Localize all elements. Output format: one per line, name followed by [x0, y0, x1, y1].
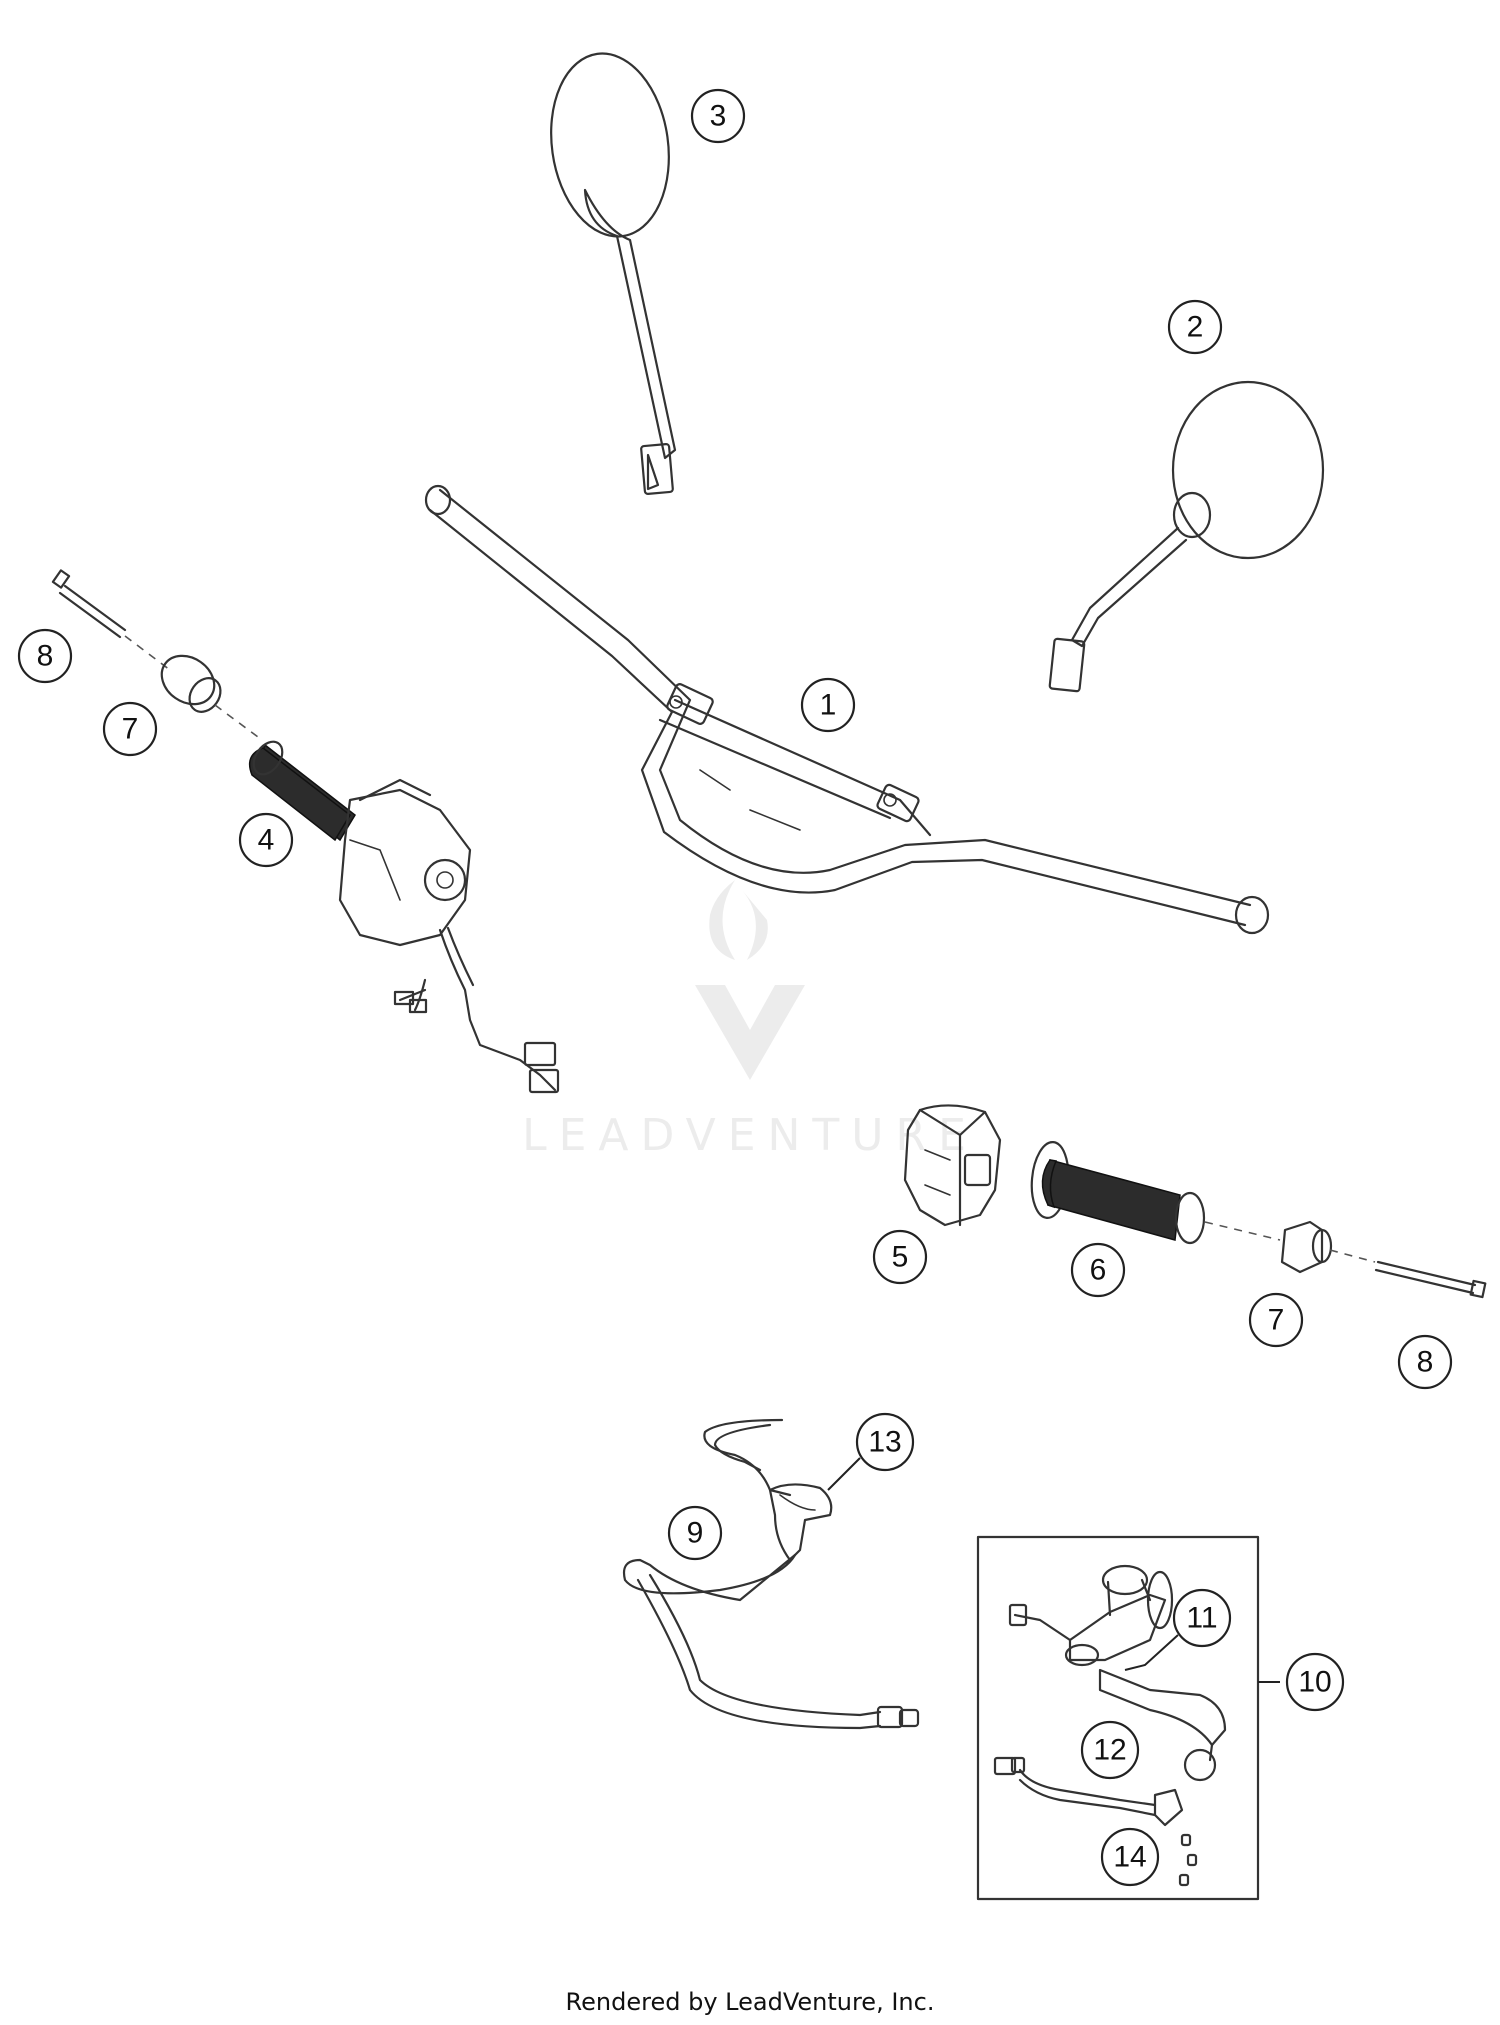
- callout-11[interactable]: 11: [1172, 1588, 1232, 1648]
- callout-number: 8: [1417, 1346, 1434, 1379]
- watermark: LEADVENTURE: [522, 880, 978, 1161]
- callout-number: 4: [258, 824, 275, 857]
- watermark-text: LEADVENTURE: [522, 1110, 978, 1161]
- clutch-switch[interactable]: [993, 1756, 1184, 1827]
- bar-end-weight-left[interactable]: [152, 646, 263, 741]
- bar-end-bolt-left[interactable]: [51, 569, 171, 671]
- bar-end-weight-right[interactable]: [1280, 1220, 1376, 1274]
- small-screws[interactable]: [1178, 1833, 1198, 1887]
- callout-7-left[interactable]: 7: [102, 701, 158, 757]
- callout-number: 7: [122, 713, 139, 746]
- callout-number: 9: [687, 1517, 704, 1550]
- right-mirror[interactable]: [1048, 380, 1325, 693]
- callout-8-left[interactable]: 8: [17, 628, 73, 684]
- callout-8-right[interactable]: 8: [1397, 1334, 1453, 1390]
- callout-9[interactable]: 9: [667, 1505, 723, 1561]
- callout-number: 5: [892, 1241, 909, 1274]
- callout-1[interactable]: 1: [800, 677, 856, 733]
- bar-end-bolt-right[interactable]: [1374, 1260, 1487, 1299]
- callout-5[interactable]: 5: [872, 1229, 928, 1285]
- cable-cover[interactable]: [768, 1483, 833, 1562]
- callout-12[interactable]: 12: [1080, 1720, 1140, 1780]
- callout-7-right[interactable]: 7: [1248, 1292, 1304, 1348]
- callout-number: 8: [37, 640, 54, 673]
- handlebar[interactable]: [424, 484, 1270, 935]
- callout-number: 11: [1186, 1602, 1217, 1635]
- clutch-assembly[interactable]: [976, 1535, 1260, 1901]
- callout-number: 2: [1187, 311, 1204, 344]
- callout-number: 6: [1090, 1254, 1107, 1287]
- leader-lines: [827, 1457, 1280, 1683]
- callout-number: 10: [1298, 1666, 1331, 1699]
- right-grip[interactable]: [1029, 1141, 1281, 1245]
- throttle-housing[interactable]: [903, 1104, 1002, 1227]
- callout-3[interactable]: 3: [690, 88, 746, 144]
- callout-4[interactable]: 4: [238, 812, 294, 868]
- callout-6[interactable]: 6: [1070, 1242, 1126, 1298]
- callout-number: 7: [1268, 1304, 1285, 1337]
- callout-14[interactable]: 14: [1100, 1827, 1160, 1887]
- callout-2[interactable]: 2: [1167, 299, 1223, 355]
- throttle-cable[interactable]: [622, 1418, 920, 1730]
- callout-10[interactable]: 10: [1285, 1652, 1345, 1712]
- left-switch-with-grip[interactable]: [248, 736, 560, 1094]
- callout-number: 13: [868, 1426, 901, 1459]
- footer-credit: Rendered by LeadVenture, Inc.: [565, 1988, 935, 2016]
- callout-13[interactable]: 13: [855, 1412, 915, 1472]
- callout-number: 14: [1113, 1841, 1146, 1874]
- clutch-lever[interactable]: [1098, 1668, 1227, 1782]
- callout-number: 3: [710, 100, 727, 133]
- callout-number: 1: [820, 689, 837, 722]
- callout-number: 12: [1093, 1734, 1126, 1767]
- left-mirror[interactable]: [540, 46, 680, 495]
